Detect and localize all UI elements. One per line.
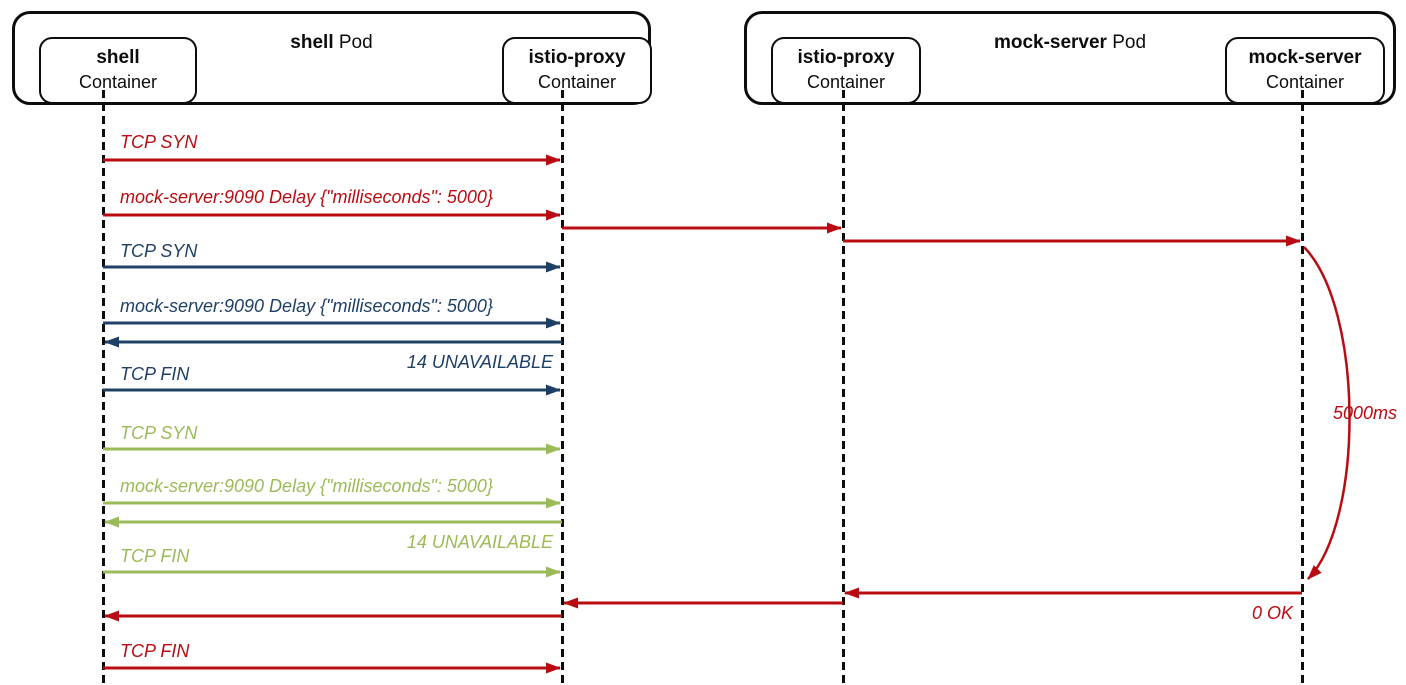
lifeline-shell-container — [101, 90, 105, 685]
pod-shell-title-name: shell — [290, 32, 334, 53]
pod-mock-server-title-name: mock-server — [993, 32, 1107, 53]
container-istio-proxy-name: istio-proxy — [528, 47, 626, 69]
container-shell-type: Container — [78, 72, 158, 93]
container-shell-name: shell — [96, 47, 140, 69]
container-box-mock-server: mock-server Container — [1225, 37, 1385, 104]
message-label-7: TCP FIN — [120, 364, 190, 384]
lifeline-istio-proxy-shell-pod — [560, 90, 564, 685]
delay-arc-label: 5000ms — [1333, 403, 1398, 423]
message-label-1: mock-server:9090 Delay {"milliseconds": … — [120, 187, 493, 207]
container-box-shell: shell Container — [39, 37, 197, 104]
message-label-11: TCP FIN — [120, 546, 190, 566]
pod-mock-server: mock-server Pod istio-proxy Container mo… — [744, 11, 1396, 105]
pod-shell: shell Pod shell Container istio-proxy Co… — [12, 11, 652, 105]
message-label-4: TCP SYN — [120, 241, 198, 261]
message-label-12: 0 OK — [1251, 603, 1293, 623]
lifeline-istio-proxy-mock-server-pod — [841, 90, 845, 685]
pod-mock-server-title-suffix: Pod — [1106, 32, 1147, 53]
message-label-9: mock-server:9090 Delay {"milliseconds": … — [120, 476, 493, 496]
message-label-6: 14 UNAVAILABLE — [406, 352, 553, 372]
lifeline-mock-server-container — [1300, 90, 1304, 685]
container-istio-proxy2-name: istio-proxy — [797, 47, 895, 69]
message-label-10: 14 UNAVAILABLE — [406, 532, 553, 552]
message-label-0: TCP SYN — [120, 132, 198, 152]
pod-shell-title-suffix: Pod — [333, 32, 373, 53]
container-istio-proxy2-type: Container — [806, 72, 886, 93]
message-label-15: TCP FIN — [120, 641, 190, 661]
message-label-8: TCP SYN — [120, 423, 198, 443]
container-box-istio-proxy-mock-pod: istio-proxy Container — [771, 37, 921, 104]
container-mock-server-name: mock-server — [1248, 47, 1362, 69]
delay-arc — [1303, 246, 1351, 580]
container-box-istio-proxy-shell-pod: istio-proxy Container — [502, 37, 652, 104]
pod-mock-server-title: mock-server Pod — [747, 32, 1393, 54]
pod-shell-title: shell Pod — [15, 32, 648, 54]
container-mock-server-type: Container — [1265, 72, 1345, 93]
container-istio-proxy-type: Container — [537, 72, 617, 93]
message-label-5: mock-server:9090 Delay {"milliseconds": … — [120, 296, 493, 316]
